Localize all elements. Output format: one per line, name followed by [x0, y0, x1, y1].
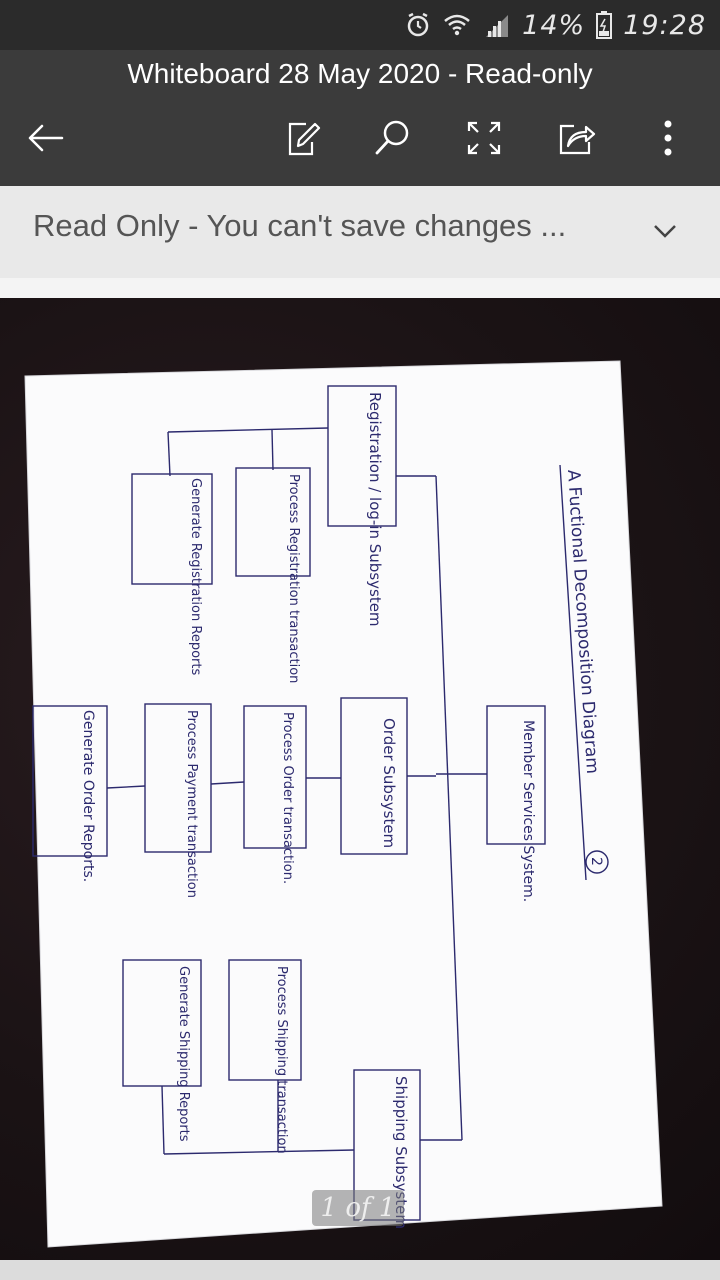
back-arrow-icon — [28, 124, 64, 152]
label-registration: Registration / log-in Subsystem — [366, 392, 384, 627]
label-generate-registration: Generate Registration Reports — [188, 478, 203, 675]
bottom-bar — [0, 1260, 720, 1280]
chevron-down-icon[interactable] — [650, 216, 680, 246]
more-options-button[interactable] — [642, 112, 694, 164]
read-only-notice[interactable]: Read Only - You can't save changes ... — [0, 186, 720, 279]
label-process-payment: Process Payment transaction — [184, 710, 199, 898]
wifi-icon — [444, 14, 470, 36]
alarm-icon — [407, 12, 429, 37]
page-indicator: 1 of 1 — [312, 1190, 404, 1226]
battery-percent: 14% — [522, 9, 586, 41]
share-icon — [559, 124, 596, 155]
search-icon — [375, 120, 409, 155]
box-member — [486, 705, 546, 845]
box-process-order — [243, 705, 307, 849]
label-generate-order: Generate Order Reports. — [80, 710, 96, 882]
battery-icon — [596, 11, 613, 39]
clock: 19:28 — [623, 9, 706, 41]
box-process-payment — [144, 703, 212, 853]
more-options-icon — [664, 120, 672, 156]
edit-button[interactable] — [276, 112, 328, 164]
label-process-registration: Process Registration transaction — [286, 474, 301, 683]
search-button[interactable] — [366, 112, 418, 164]
document-title: Whiteboard 28 May 2020 - Read-only — [127, 58, 593, 89]
circled-number: 2 — [588, 857, 604, 866]
label-order: Order Subsystem — [380, 718, 398, 848]
title-bar: Whiteboard 28 May 2020 - Read-only — [0, 50, 720, 186]
label-member: Member Services System. — [520, 720, 536, 902]
label-generate-shipping: Generate Shipping Reports — [176, 966, 191, 1142]
share-button[interactable] — [550, 112, 602, 164]
edit-icon — [288, 122, 321, 156]
fullscreen-icon — [467, 121, 501, 155]
separator — [0, 278, 720, 298]
label-process-order: Process Order transaction. — [280, 712, 295, 884]
box-registration — [327, 385, 397, 527]
box-generate-registration — [131, 473, 213, 585]
whiteboard-page: A Fuctional Decomposition Diagram 2 Regi… — [24, 360, 663, 1248]
fullscreen-button[interactable] — [458, 112, 510, 164]
back-button[interactable] — [20, 112, 72, 164]
signal-icon — [486, 15, 509, 37]
box-process-shipping — [228, 959, 302, 1081]
label-process-shipping: Process Shipping transaction — [274, 966, 289, 1154]
status-icons: 14% 19:28 — [404, 8, 706, 42]
box-generate-order — [32, 705, 108, 857]
status-bar: 14% 19:28 — [0, 0, 720, 50]
notice-text: Read Only - You can't save changes ... — [33, 208, 567, 243]
document-viewer[interactable]: A Fuctional Decomposition Diagram 2 Regi… — [0, 298, 720, 1260]
